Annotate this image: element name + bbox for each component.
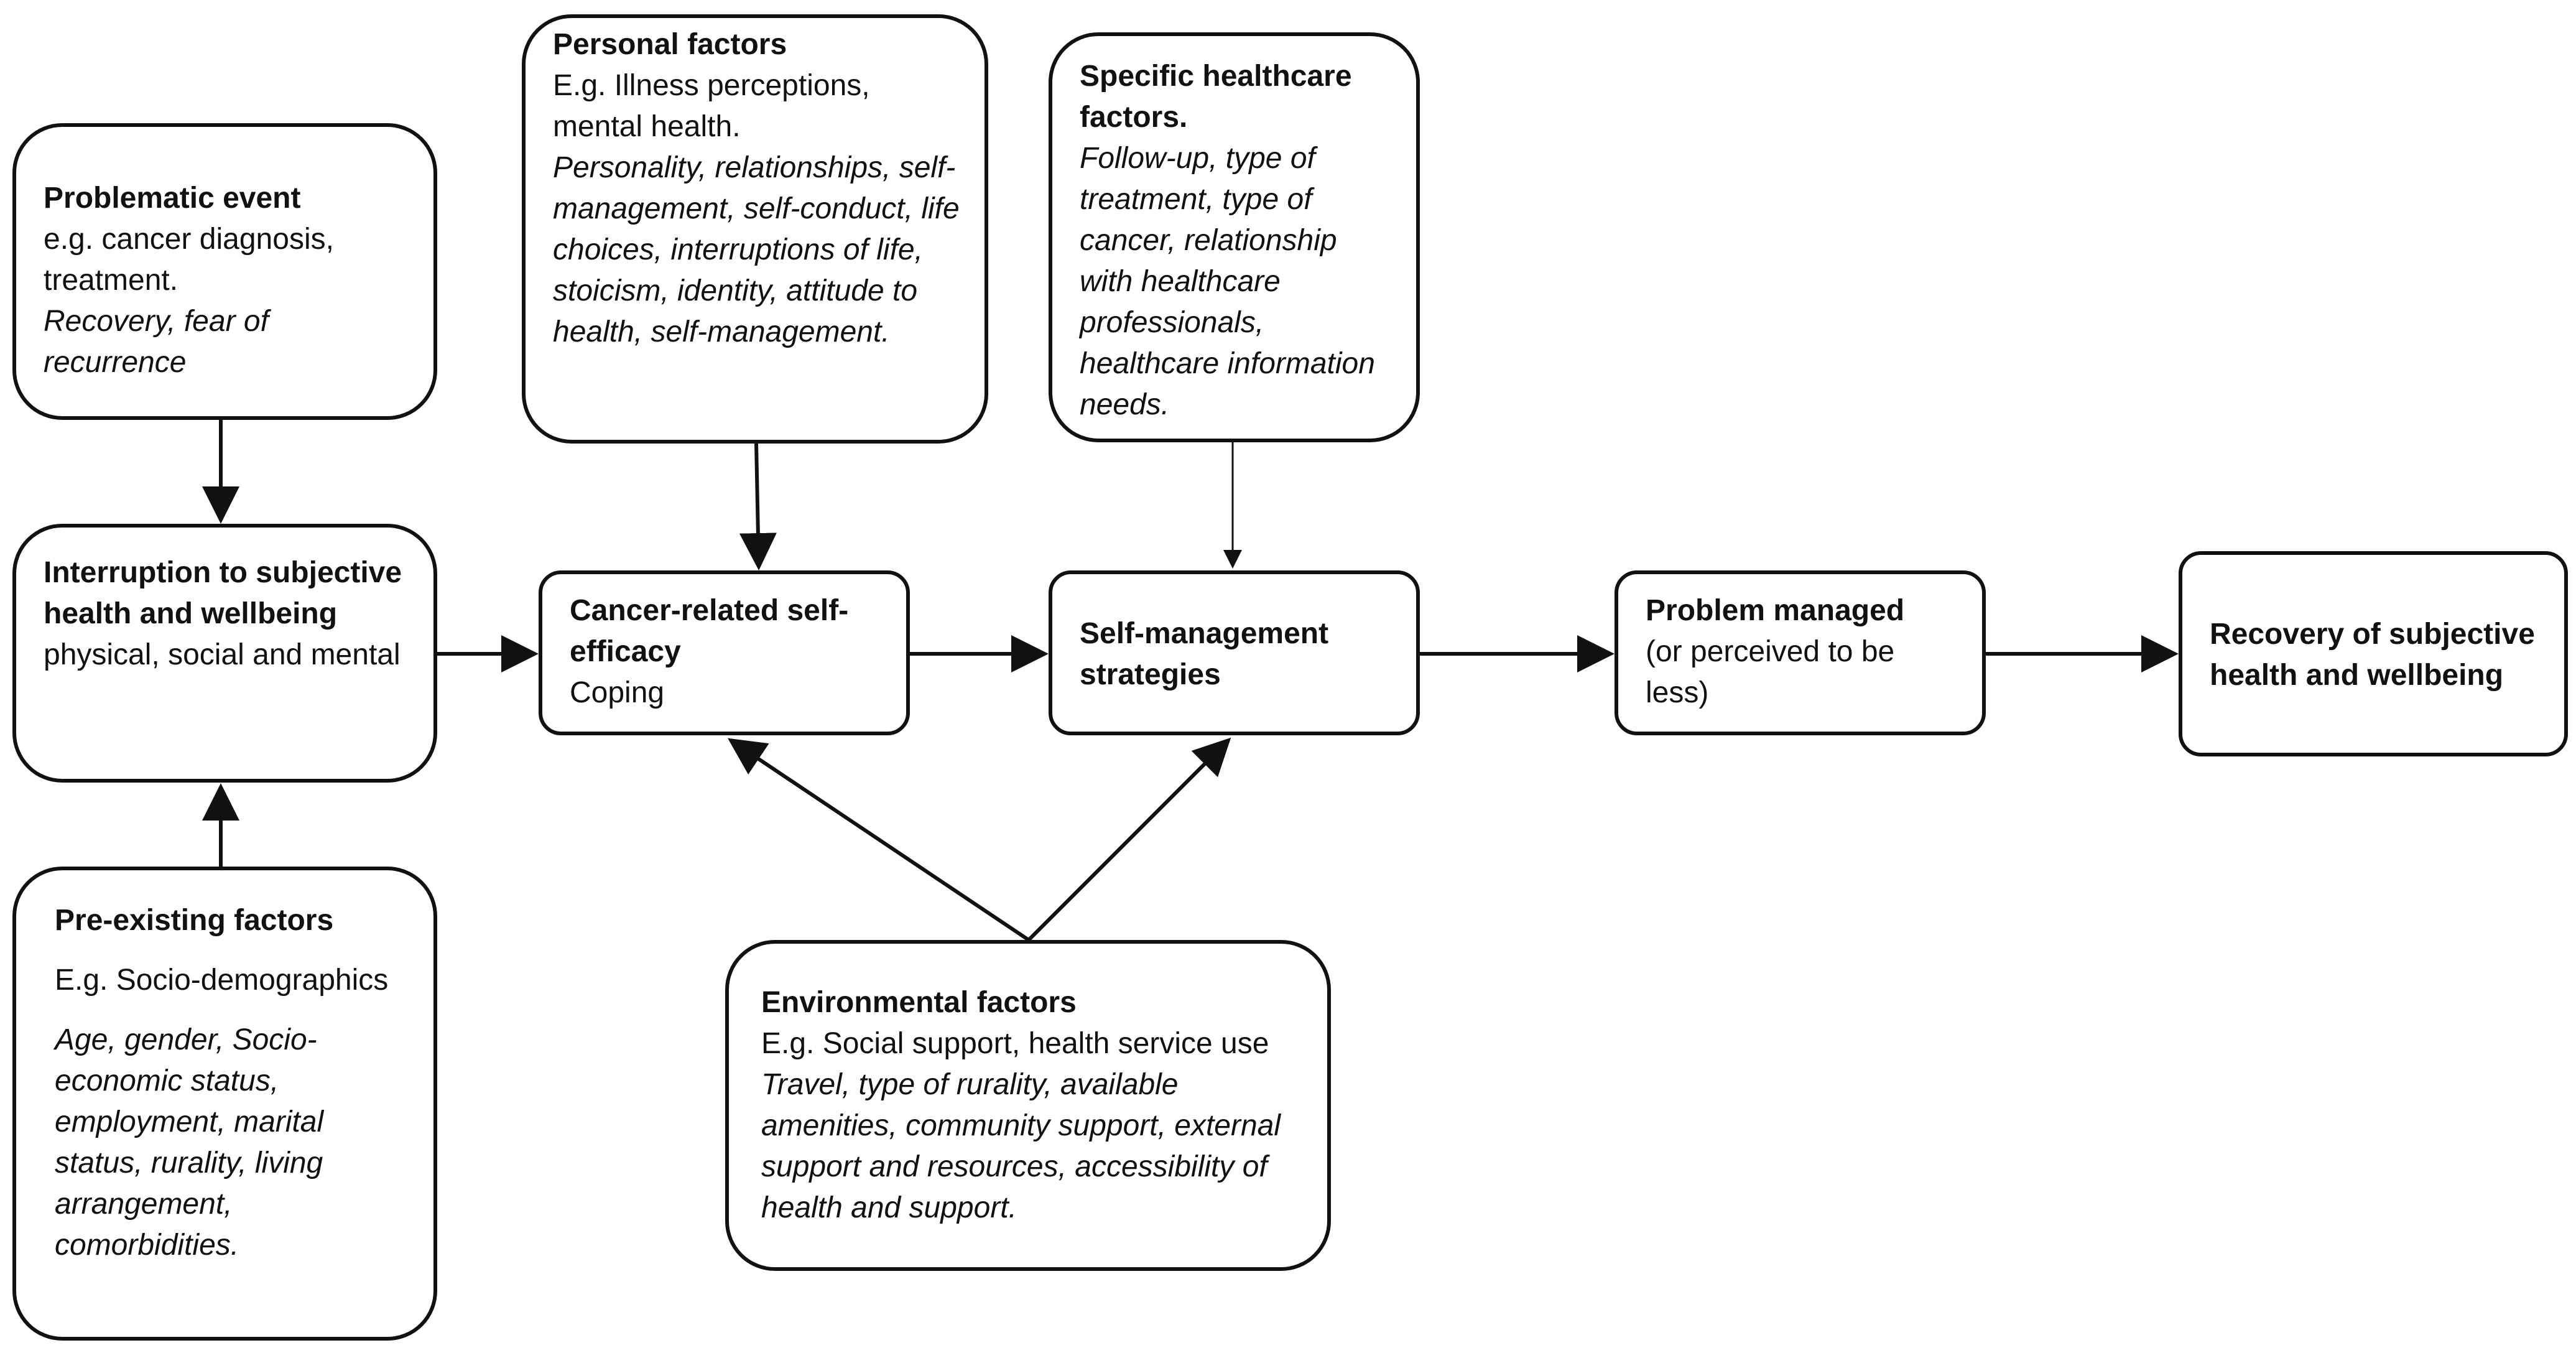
problematic-event-title: Problematic event — [44, 182, 301, 215]
self-efficacy-box: Cancer-related self-efficacy Coping — [539, 570, 910, 735]
problematic-event-box: Problematic event e.g. cancer diagnosis,… — [12, 123, 437, 420]
pre-existing-title: Pre-existing factors — [55, 904, 334, 937]
arrow-personal-to-selfefficacy — [739, 443, 777, 570]
interruption-box: Interruption to subjective health and we… — [12, 524, 437, 783]
self-efficacy-text: Coping — [570, 676, 665, 709]
personal-factors-title: Personal factors — [553, 28, 787, 61]
self-management-title: Self-management strategies — [1080, 616, 1329, 691]
healthcare-factors-title: Specific healthcare factors. — [1080, 60, 1352, 134]
self-efficacy-title: Cancer-related self-efficacy — [570, 594, 849, 668]
pre-existing-text: E.g. Socio-demographics — [55, 964, 389, 997]
problem-managed-text: (or perceived to be less) — [1646, 635, 1895, 709]
environmental-factors-italic: Travel, type of rurality, available amen… — [761, 1068, 1281, 1224]
environmental-factors-title: Environmental factors — [761, 986, 1077, 1019]
environmental-factors-text: E.g. Social support, health service use — [761, 1027, 1269, 1060]
healthcare-factors-box: Specific healthcare factors. Follow-up, … — [1049, 32, 1420, 442]
personal-factors-box: Personal factors E.g. Illness perception… — [522, 14, 988, 444]
problem-managed-box: Problem managed (or perceived to be less… — [1615, 570, 1986, 735]
recovery-title: Recovery of subjective health and wellbe… — [2210, 618, 2535, 692]
pre-existing-italic: Age, gender, Socio-economic status, empl… — [55, 1023, 324, 1262]
personal-factors-text: E.g. Illness perceptions, mental health. — [553, 69, 870, 143]
arrow-environmental-to-selfefficacy — [728, 738, 1030, 942]
personal-factors-italic: Personality, relationships, self-managem… — [553, 151, 960, 348]
problematic-event-text: e.g. cancer diagnosis, treatment. — [44, 223, 334, 297]
interruption-title: Interruption to subjective health and we… — [44, 556, 402, 630]
problem-managed-title: Problem managed — [1646, 594, 1905, 627]
self-management-box: Self-management strategies — [1049, 570, 1420, 735]
problematic-event-italic: Recovery, fear of recurrence — [44, 305, 269, 379]
recovery-box: Recovery of subjective health and wellbe… — [2179, 551, 2568, 756]
pre-existing-factors-box: Pre-existing factors E.g. Socio-demograp… — [12, 867, 437, 1341]
interruption-text: physical, social and mental — [44, 638, 401, 671]
arrow-environmental-to-selfmanagement — [1027, 737, 1231, 942]
healthcare-factors-italic: Follow-up, type of treatment, type of ca… — [1080, 142, 1375, 421]
environmental-factors-box: Environmental factors E.g. Social suppor… — [725, 940, 1331, 1271]
